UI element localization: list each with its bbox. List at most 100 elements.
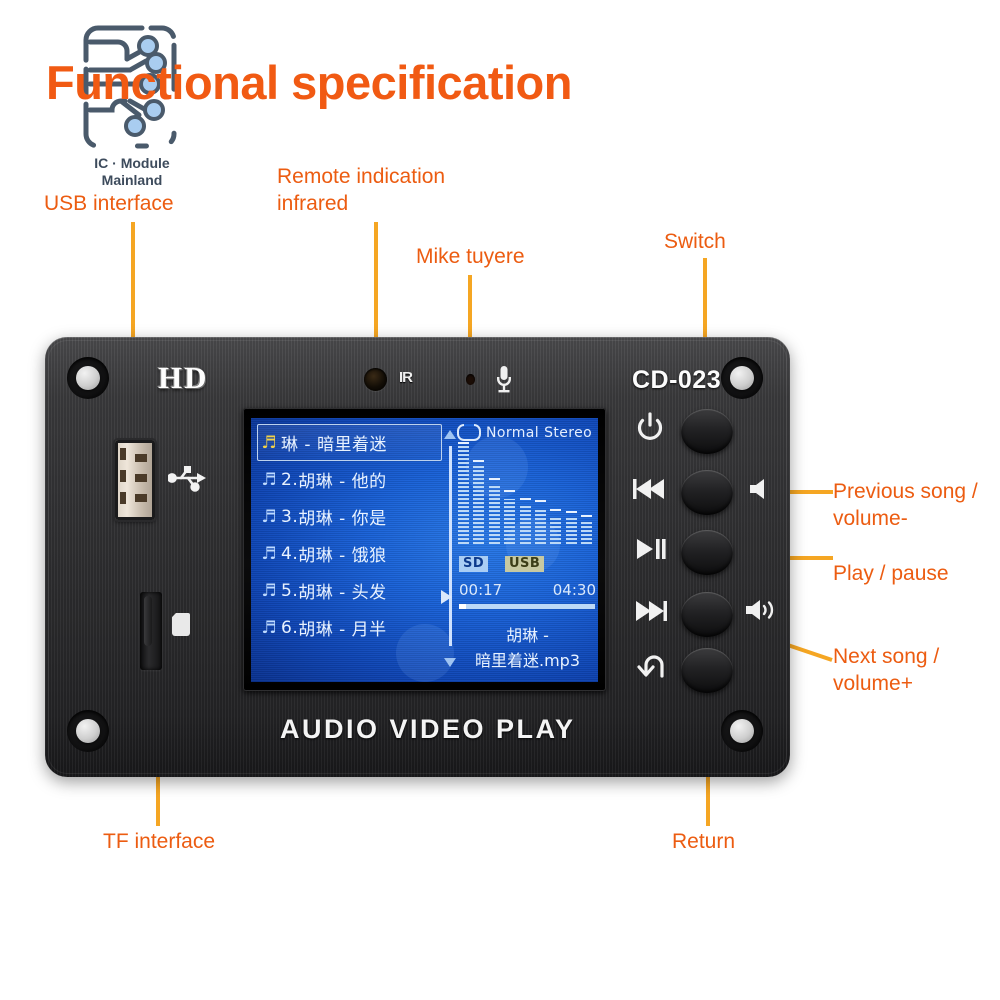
spectrum-peak xyxy=(535,500,546,502)
usb-status-badge: USB xyxy=(505,556,545,572)
progress-bar[interactable] xyxy=(459,604,595,609)
annotation-usb-interface: USB interface xyxy=(44,192,174,215)
spectrum-peak xyxy=(519,498,531,500)
lcd-right-pane: Normal Stereo SD USB 00:17 04:30 胡琳 - 暗里… xyxy=(457,418,598,682)
annotation-play-pause: Play / pause xyxy=(833,562,949,585)
scroll-up-arrow-icon[interactable] xyxy=(444,430,456,439)
watermark-line1: IC · Module xyxy=(94,155,170,171)
playlist-item[interactable]: ♬ 4. 胡琳 - 饿狼 xyxy=(257,535,442,572)
sd-status-badge: SD xyxy=(459,556,489,572)
music-note-icon: ♬ xyxy=(261,432,277,453)
playlist-item-title: 琳 - 暗里着迷 xyxy=(281,435,387,455)
watermark-line2: Mainland xyxy=(101,172,163,188)
leader-infrared xyxy=(374,222,378,378)
spectrum-bar xyxy=(504,499,516,544)
screw-bottom-left xyxy=(67,710,109,752)
playlist-item[interactable]: ♬ 琳 - 暗里着迷 xyxy=(257,424,442,461)
playlist-item[interactable]: ♬ 5. 胡琳 - 头发 xyxy=(257,572,442,609)
now-playing: 胡琳 - 暗里着迷.mp3 xyxy=(457,623,598,673)
playlist-item-title: 胡琳 - 他的 xyxy=(298,472,387,492)
playlist-item[interactable]: ♬ 3. 胡琳 - 你是 xyxy=(257,498,442,535)
spectrum-bar xyxy=(581,522,593,544)
return-button[interactable] xyxy=(681,648,733,693)
screw-bottom-right xyxy=(721,710,763,752)
now-playing-artist: 胡琳 - xyxy=(506,626,549,645)
playlist[interactable]: ♬ 琳 - 暗里着迷 ♬ 2. 胡琳 - 他的 ♬ 3. 胡琳 - 你是 ♬ 4… xyxy=(257,424,442,646)
music-note-icon: ♬ xyxy=(261,543,277,564)
spectrum-peak xyxy=(581,515,593,517)
playlist-item-title: 胡琳 - 你是 xyxy=(298,509,387,529)
playlist-item-number: 3. xyxy=(281,506,299,527)
next-song-button[interactable] xyxy=(681,592,733,637)
watermark-logo: IC · Module Mainland xyxy=(72,22,192,188)
spectrum-peak xyxy=(473,460,485,462)
playlist-item[interactable]: ♬ 6. 胡琳 - 月半 xyxy=(257,609,442,646)
play-pause-icon xyxy=(636,538,666,565)
playlist-item-title: 胡琳 - 月半 xyxy=(298,620,387,640)
scroll-down-arrow-icon[interactable] xyxy=(444,658,456,667)
lcd-screen: ♬ 琳 - 暗里着迷 ♬ 2. 胡琳 - 他的 ♬ 3. 胡琳 - 你是 ♬ 4… xyxy=(251,418,598,682)
tf-card-slot[interactable] xyxy=(140,592,162,670)
spectrum-bar xyxy=(473,466,485,544)
model-number: CD-023 xyxy=(632,366,722,394)
screw-top-left xyxy=(67,357,109,399)
repeat-loop-icon xyxy=(457,424,481,441)
playlist-item-number: 6. xyxy=(281,617,299,638)
playlist-item-title: 胡琳 - 饿狼 xyxy=(298,546,387,566)
infrared-label: IR xyxy=(399,369,413,386)
spectrum-bar xyxy=(458,444,469,544)
play-pause-button[interactable] xyxy=(681,530,733,575)
page-title: Functional specification xyxy=(46,56,572,109)
annotation-next-song: Next song / volume+ xyxy=(833,645,940,695)
playlist-item-number: 2. xyxy=(281,469,299,490)
spectrum-bar xyxy=(565,518,577,544)
progress-fill xyxy=(459,604,466,609)
annotation-previous-song: Previous song / volume- xyxy=(833,480,978,530)
volume-up-icon xyxy=(745,598,779,627)
spectrum-bar xyxy=(519,506,531,544)
music-note-icon: ♬ xyxy=(261,617,277,638)
spectrum-peak xyxy=(488,478,500,480)
annotation-return: Return xyxy=(672,830,736,853)
music-note-icon: ♬ xyxy=(261,580,277,601)
brand-logo: HD xyxy=(158,360,209,395)
leader-mic xyxy=(468,275,472,378)
annotation-tf-interface: TF interface xyxy=(103,830,216,853)
spectrum-bar xyxy=(488,486,500,544)
spectrum-peak xyxy=(504,490,516,492)
power-icon xyxy=(636,412,664,447)
annotation-mike-tuyere: Mike tuyere xyxy=(416,245,525,268)
music-note-icon: ♬ xyxy=(261,469,277,490)
board-footer-text: AUDIO VIDEO PLAY xyxy=(280,714,576,744)
spectrum-bar xyxy=(550,516,562,544)
annotation-switch: Switch xyxy=(664,230,726,253)
playlist-item-number: 5. xyxy=(281,580,299,601)
circuit-chip-icon xyxy=(80,22,180,152)
usb-icon xyxy=(167,463,206,493)
now-playing-pointer-icon xyxy=(441,590,452,604)
playlist-item[interactable]: ♬ 2. 胡琳 - 他的 xyxy=(257,461,442,498)
spectrum-peak xyxy=(550,509,562,511)
microphone-hole xyxy=(466,374,475,385)
previous-song-button[interactable] xyxy=(681,470,733,515)
music-note-icon: ♬ xyxy=(261,506,277,527)
status-row: Normal Stereo xyxy=(457,424,598,441)
playlist-item-number: 4. xyxy=(281,543,299,564)
screw-top-right xyxy=(721,357,763,399)
sd-card-icon xyxy=(172,613,190,636)
infrared-receiver xyxy=(364,368,387,391)
previous-track-icon xyxy=(633,478,667,505)
annotation-remote-infrared: Remote indication infrared xyxy=(277,165,446,215)
microphone-icon xyxy=(494,366,514,393)
next-track-icon xyxy=(633,600,667,627)
scrollbar-track[interactable] xyxy=(449,446,452,646)
eq-mode-label: Normal xyxy=(486,424,540,441)
playlist-item-title: 胡琳 - 头发 xyxy=(298,583,387,603)
power-button[interactable] xyxy=(681,409,733,454)
now-playing-file: 暗里着迷.mp3 xyxy=(474,651,580,670)
usb-port[interactable] xyxy=(115,440,155,520)
spectrum-bar xyxy=(535,508,546,544)
volume-down-icon xyxy=(749,478,775,505)
channel-mode-label: Stereo xyxy=(544,424,593,441)
spectrum-analyzer xyxy=(458,442,598,544)
